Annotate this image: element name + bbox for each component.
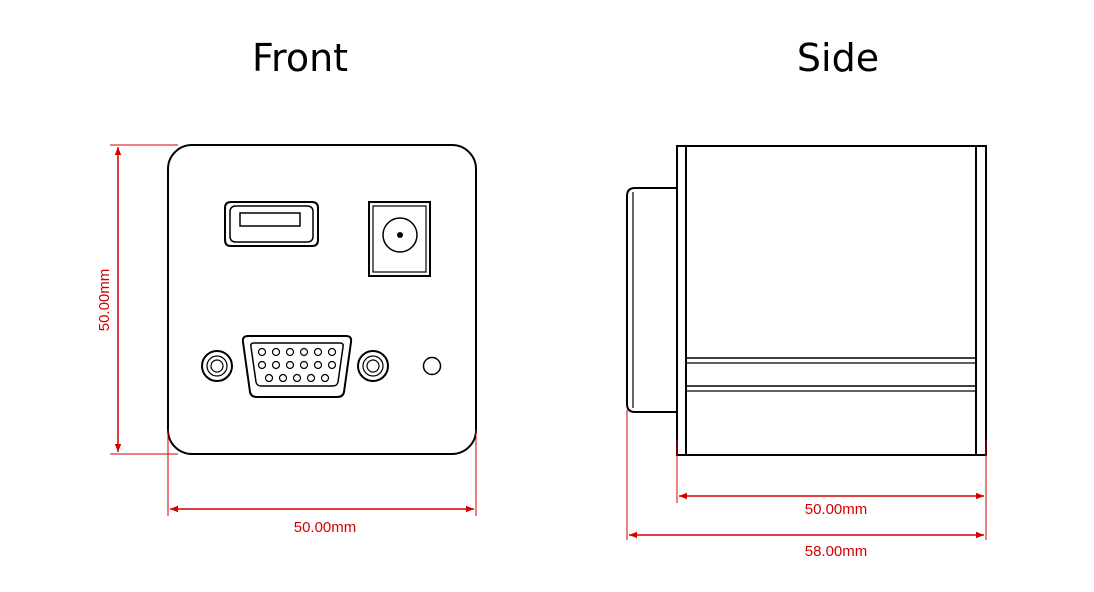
left-screw-icon <box>201 350 233 382</box>
front-height-dimension <box>110 144 178 455</box>
front-view-title: Front <box>251 36 349 80</box>
camera-side-body <box>685 145 977 456</box>
side-total-label: 58.00mm <box>805 543 868 560</box>
side-body-dimension <box>676 440 987 540</box>
lens-mount <box>626 187 678 413</box>
side-view-title: Side <box>796 36 880 80</box>
front-view <box>167 144 477 455</box>
usb-port-icon <box>224 201 319 247</box>
side-total-dimension <box>626 410 984 540</box>
front-height-label: 50.00mm <box>96 269 113 332</box>
camera-front-body <box>167 144 477 455</box>
front-flange <box>676 145 687 456</box>
power-jack-icon <box>368 201 431 277</box>
status-led-icon <box>422 356 442 376</box>
vga-connector-icon <box>241 335 353 398</box>
front-width-label: 50.00mm <box>294 519 357 536</box>
front-width-dimension <box>167 430 477 516</box>
right-screw-icon <box>357 350 389 382</box>
side-body-label: 50.00mm <box>805 501 868 518</box>
rear-cap <box>975 145 987 456</box>
side-view <box>626 145 987 456</box>
